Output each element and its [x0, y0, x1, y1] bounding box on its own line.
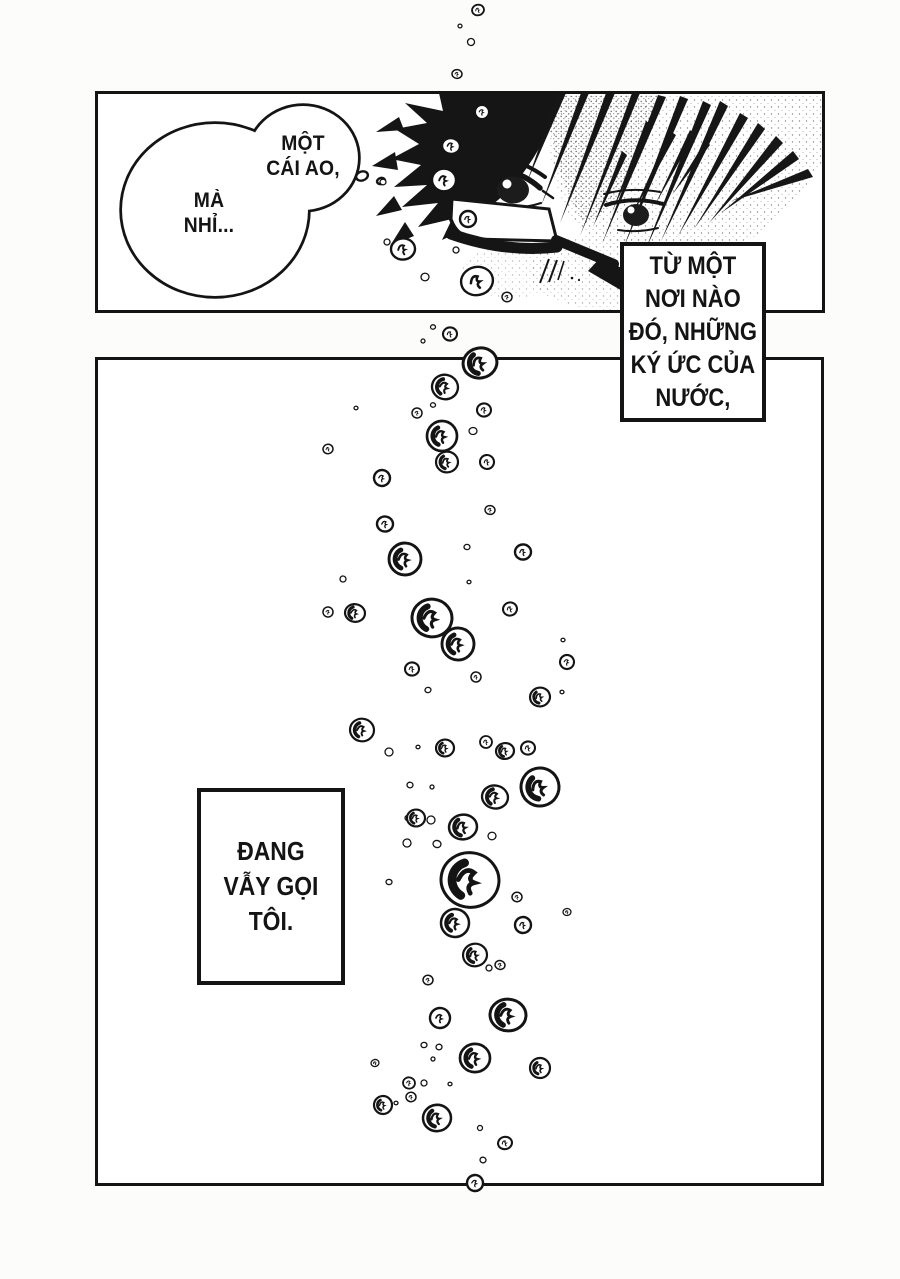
narration-line: NƯỚC, — [655, 383, 731, 412]
thought-line: MÀ — [193, 189, 225, 212]
thought-line: CÁI AO, — [266, 157, 340, 180]
narration-box-2: ĐANG VẪY GỌI TÔI. — [197, 788, 345, 985]
narration-line: NƠI NÀO — [645, 284, 741, 313]
narration-text: TỪ MỘT NƠI NÀO ĐÓ, NHỮNG KÝ ỨC CỦA NƯỚC, — [629, 250, 757, 415]
narration-line: KÝ ỨC CỦA — [630, 350, 756, 379]
narration-line: TỪ MỘT — [649, 251, 737, 280]
thought-text-top: MỘT CÁI AO, — [245, 131, 361, 181]
thought-line: NHỈ... — [183, 214, 235, 237]
narration-box-1: TỪ MỘT NƠI NÀO ĐÓ, NHỮNG KÝ ỨC CỦA NƯỚC, — [620, 242, 766, 422]
panel-2 — [95, 357, 824, 1186]
thought-line: MỘT — [281, 132, 325, 155]
narration-text: ĐANG VẪY GỌI TÔI. — [224, 834, 319, 939]
narration-line: VẪY GỌI — [223, 871, 319, 901]
narration-line: ĐANG — [237, 836, 305, 866]
thought-text-bottom: MÀ NHỈ... — [151, 188, 267, 238]
narration-line: ĐÓ, NHỮNG — [628, 317, 758, 346]
narration-line: TÔI. — [248, 906, 294, 936]
